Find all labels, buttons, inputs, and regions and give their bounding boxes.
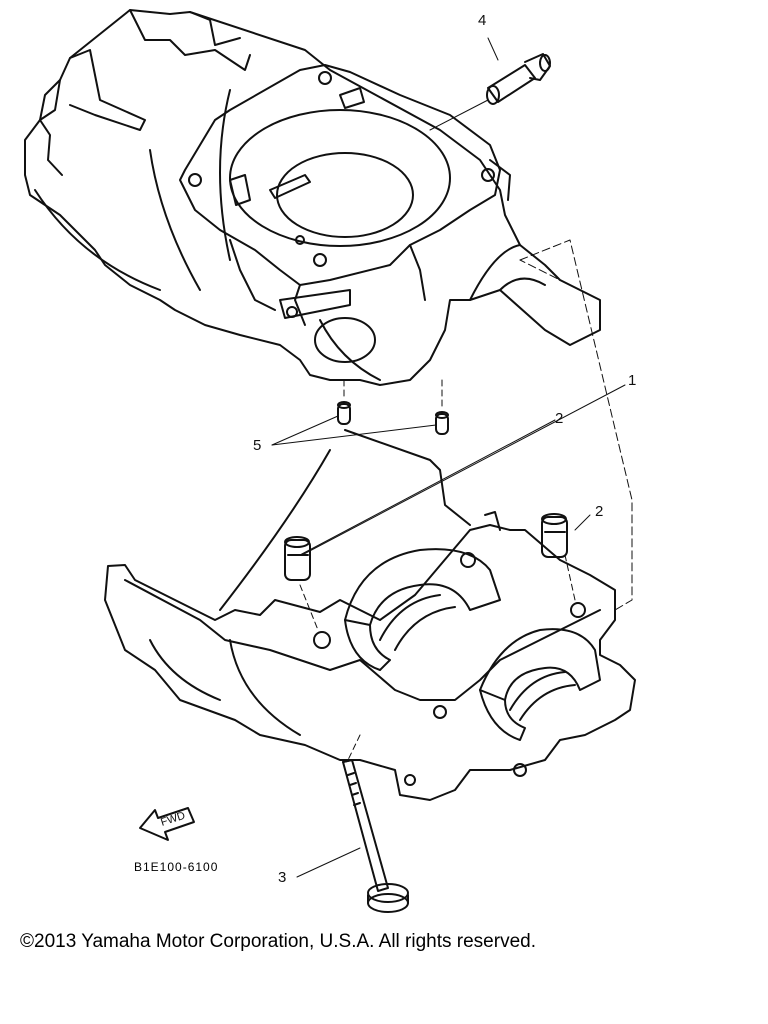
forward-arrow-icon: FWD bbox=[139, 807, 195, 841]
leader-lines bbox=[271, 37, 633, 878]
dowel-pin-left bbox=[337, 401, 351, 425]
bolt-part-3 bbox=[342, 759, 409, 913]
callout-4: 4 bbox=[478, 12, 487, 29]
callout-2-upper: 2 bbox=[555, 410, 564, 427]
lower-crankcase bbox=[104, 429, 636, 801]
dowel-stud-left bbox=[284, 536, 311, 581]
upper-crankcase bbox=[24, 9, 601, 386]
callout-3: 3 bbox=[278, 869, 287, 886]
dowel-stud-right bbox=[541, 513, 568, 558]
dowel-pin-right bbox=[435, 411, 449, 435]
callout-2-right: 2 bbox=[595, 503, 604, 520]
copyright-notice: ©2013 Yamaha Motor Corporation, U.S.A. A… bbox=[20, 931, 536, 952]
callout-5: 5 bbox=[253, 437, 262, 454]
diagram-code: B1E100-6100 bbox=[134, 860, 219, 874]
callout-1: 1 bbox=[628, 372, 637, 389]
fitting-part-4 bbox=[486, 53, 551, 105]
